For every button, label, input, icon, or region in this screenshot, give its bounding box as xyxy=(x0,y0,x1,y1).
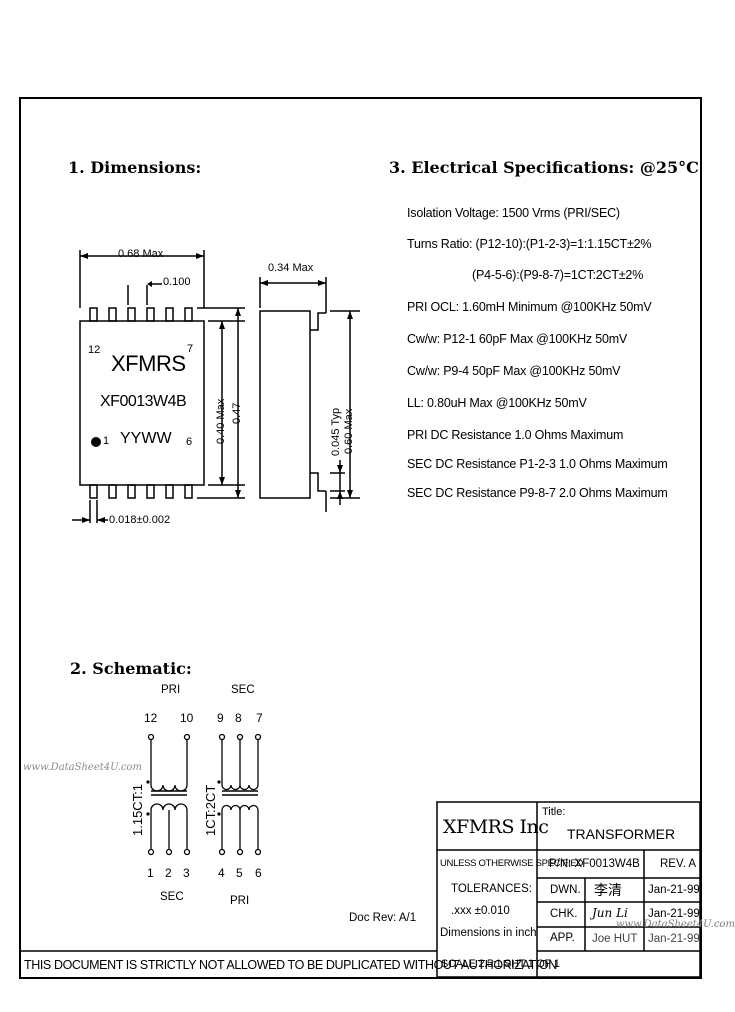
dwn-date: Jan-21-99 xyxy=(648,884,700,896)
spec-leakage: LL: 0.80uH Max @100KHz 50mV xyxy=(407,396,587,410)
schematic-sec-bottom: SEC xyxy=(160,891,184,903)
side-width-dim-label: 0.34 Max xyxy=(268,262,314,274)
schematic-pin9: 9 xyxy=(217,711,224,725)
doc-revision: Doc Rev: A/1 xyxy=(349,912,417,924)
copyright-notice: THIS DOCUMENT IS STRICTLY NOT ALLOWED TO… xyxy=(24,958,557,972)
spec-pri-ocl: PRI OCL: 1.60mH Minimum @100KHz 50mV xyxy=(407,300,652,314)
chk-signature: Jun Li xyxy=(592,906,628,920)
pin6-label: 6 xyxy=(186,436,193,448)
schematic-pin7: 7 xyxy=(256,711,263,725)
title-label: Title: xyxy=(542,806,566,818)
width-dim-label: 0.68 Max xyxy=(118,248,164,260)
height-040-label: 0.40 Max xyxy=(215,398,227,444)
spec-cww-2: Cw/w: P9-4 50pF Max @100KHz 50mV xyxy=(407,364,621,378)
title-block-grid xyxy=(19,801,701,978)
side-view-body xyxy=(259,310,311,499)
revision: REV. A xyxy=(660,858,697,870)
tolerances-label: TOLERANCES: xyxy=(451,883,532,895)
drawing-frame xyxy=(19,97,702,979)
schematic-pin2: 2 xyxy=(165,866,172,880)
spec-sec-dcr-1: SEC DC Resistance P1-2-3 1.0 Ohms Maximu… xyxy=(407,457,668,471)
schematic-sec-top: SEC xyxy=(231,684,255,696)
pin1-dot xyxy=(91,437,101,447)
schematic-pin5: 5 xyxy=(236,866,243,880)
app-date: Jan-21-99 xyxy=(648,933,700,945)
dimension-drawing xyxy=(19,250,701,978)
schematic-pin10: 10 xyxy=(180,711,194,725)
part-marking: XF0013W4B xyxy=(100,393,187,410)
schematic-pri-bottom: PRI xyxy=(230,895,250,907)
schematic-pin8: 8 xyxy=(235,711,242,725)
pin7-label: 7 xyxy=(187,343,194,355)
schematic-pin1: 1 xyxy=(147,866,154,880)
electrical-title: 3. Electrical Specifications: @25°C xyxy=(389,158,699,177)
spec-turns-ratio-2: (P4-5-6):(P9-8-7)=1CT:2CT±2% xyxy=(472,268,644,282)
schematic-pin6: 6 xyxy=(255,866,262,880)
height-047-label: 0.47 xyxy=(231,402,243,424)
schematic-pin12: 12 xyxy=(144,711,158,725)
bottom-leads xyxy=(89,484,193,499)
spec-cww-1: Cw/w: P12-1 60pF Max @100KHz 50mV xyxy=(407,332,628,346)
app-label: APP. xyxy=(550,932,575,944)
schematic-pin3: 3 xyxy=(183,866,190,880)
watermark-text-2: www.DataSheet4U.com xyxy=(616,919,735,930)
schematic-left-ratio: 1.15CT:1 xyxy=(130,783,145,836)
standoff-label: 0.045 Typ xyxy=(330,407,342,456)
spec-isolation: Isolation Voltage: 1500 Vrms (PRI/SEC) xyxy=(407,206,620,220)
dimensions-in-inch: Dimensions in inch xyxy=(440,927,537,939)
component-body-outline xyxy=(79,320,205,486)
brand-marking: XFMRS xyxy=(111,351,186,376)
part-number: P/N: XF0013W4B xyxy=(549,858,640,870)
schematic-title: 2. Schematic: xyxy=(70,659,192,678)
pin1-label: 1 xyxy=(103,435,110,447)
watermark-text: www.DataSheet4U.com xyxy=(23,762,142,773)
app-signature: Joe HUT xyxy=(592,933,638,945)
lead-width-label: 0.018±0.002 xyxy=(109,514,171,526)
chk-label: CHK. xyxy=(550,908,578,920)
pitch-dim-label: 0.100 xyxy=(163,276,191,288)
spec-sec-dcr-2: SEC DC Resistance P9-8-7 2.0 Ohms Maximu… xyxy=(407,486,668,500)
tolerance-value: .xxx ±0.010 xyxy=(451,905,510,917)
unless-specified: UNLESS OTHERWISE SPECIFIED xyxy=(440,858,583,869)
title-value: TRANSFORMER xyxy=(567,826,676,842)
pin12-label: 12 xyxy=(88,344,101,356)
top-leads xyxy=(89,307,193,322)
schematic-pin4: 4 xyxy=(218,866,225,880)
dwn-label: DWN. xyxy=(550,884,581,896)
dimensions-title: 1. Dimensions: xyxy=(68,158,202,177)
schematic-pri-top: PRI xyxy=(161,684,181,696)
side-height-label: 0.60 Max xyxy=(343,408,355,454)
spec-pri-dcr: PRI DC Resistance 1.0 Ohms Maximum xyxy=(407,428,624,442)
schematic-right-ratio: 1CT:2CT xyxy=(203,784,218,836)
spec-turns-ratio-1: Turns Ratio: (P12-10):(P1-2-3)=1:1.15CT±… xyxy=(407,237,652,251)
datecode-marking: YYWW xyxy=(120,430,172,447)
scale-sheet: SCALE 2.5:1 SHT 1 OF 1 xyxy=(441,958,560,970)
company-name: XFMRS Inc xyxy=(443,816,549,838)
schematic-drawing xyxy=(147,733,262,856)
chk-date: Jan-21-99 xyxy=(648,908,700,920)
dwn-signature: 李清 xyxy=(594,883,622,899)
